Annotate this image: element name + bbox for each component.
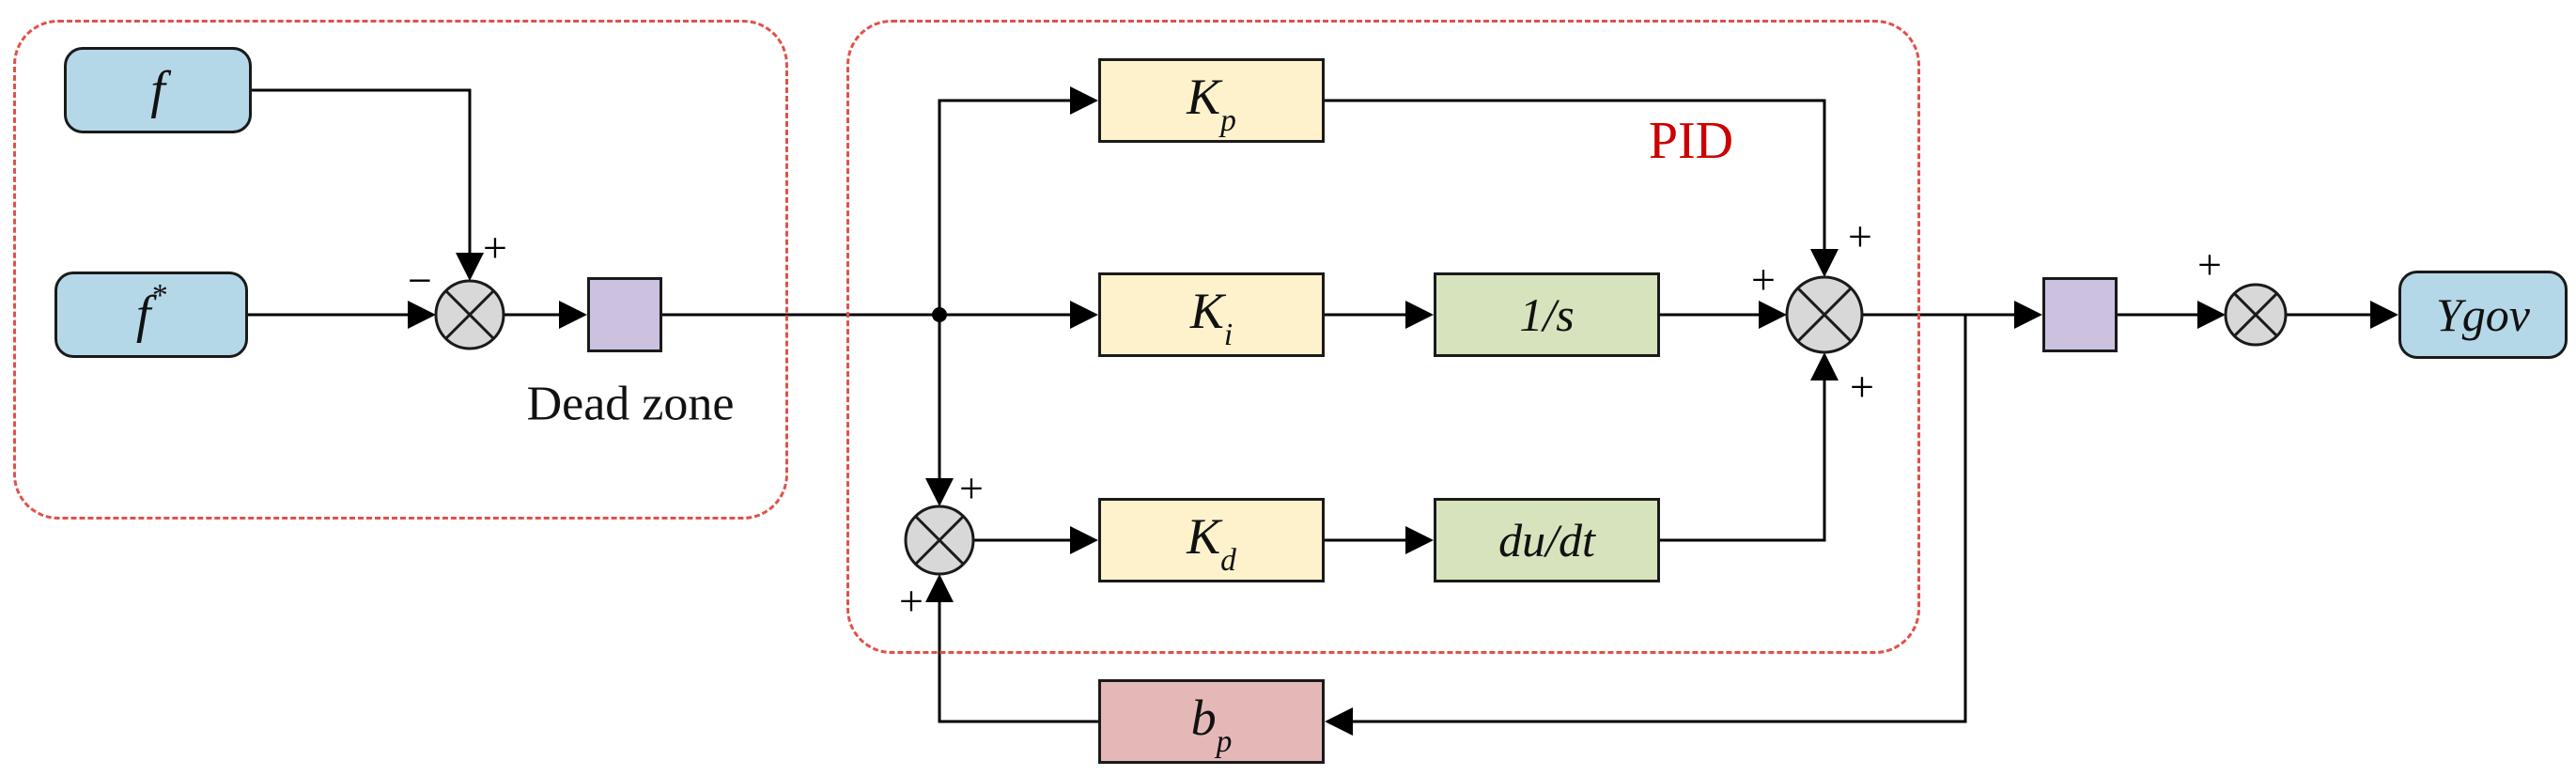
sum2-plus-bottom: + <box>899 577 923 625</box>
sum2-junction <box>904 504 975 576</box>
sum1-plus-sign: + <box>483 224 507 272</box>
derivative-label: du/dt <box>1498 514 1595 566</box>
sum4-plus-sign: + <box>2197 241 2222 288</box>
sum-junctions <box>434 275 2288 576</box>
bp-feedback-block: bp <box>1098 679 1325 764</box>
output-ygov-block: Ygov <box>2398 271 2568 359</box>
input-f-block: f <box>64 47 252 133</box>
kd-gain-block: Kd <box>1098 498 1325 582</box>
input-f-label: f <box>150 61 165 119</box>
derivative-block: du/dt <box>1434 498 1660 582</box>
sum3-plus-top: + <box>1848 212 1872 260</box>
kp-label: Kp <box>1187 69 1236 138</box>
sum1-junction <box>434 279 505 350</box>
wire-bp-to-sum2 <box>925 574 1098 723</box>
sum3-junction <box>1785 275 1864 354</box>
sum3-plus-bottom: + <box>1850 363 1874 411</box>
kp-gain-block: Kp <box>1098 58 1325 143</box>
ki-label: Ki <box>1189 283 1234 352</box>
reference-fstar-label: f* <box>135 277 167 344</box>
output-ygov-label: Ygov <box>2436 288 2530 341</box>
wire-branch-to-kp <box>938 86 1098 315</box>
pid-controller-region <box>846 20 1920 654</box>
dead-zone-caption: Dead zone <box>526 377 735 431</box>
sum1-minus-sign: − <box>408 256 432 304</box>
error-computation-region <box>13 20 788 520</box>
integrator-label: 1/s <box>1519 288 1575 341</box>
ki-gain-block: Ki <box>1098 272 1325 357</box>
reference-fstar-block: f* <box>54 272 248 358</box>
kd-label: Kd <box>1187 508 1236 578</box>
sum3-plus-left: + <box>1751 256 1776 303</box>
bp-label: bp <box>1190 690 1233 759</box>
wire-kp-to-sum3 <box>1325 99 1839 277</box>
sum4-junction <box>2224 283 2288 347</box>
integrator-block: 1/s <box>1434 272 1660 357</box>
wire-derivative-to-sum3 <box>1660 352 1839 542</box>
wires-group <box>248 86 2398 736</box>
branch-dot <box>932 307 947 322</box>
wire-tap-to-bp <box>1325 315 1967 736</box>
saturation-block <box>2042 277 2118 352</box>
dead-zone-block <box>587 277 662 352</box>
sum2-plus-top: + <box>959 464 984 512</box>
pid-caption: PID <box>1648 112 1734 170</box>
wire-f-to-sum1 <box>252 88 484 281</box>
